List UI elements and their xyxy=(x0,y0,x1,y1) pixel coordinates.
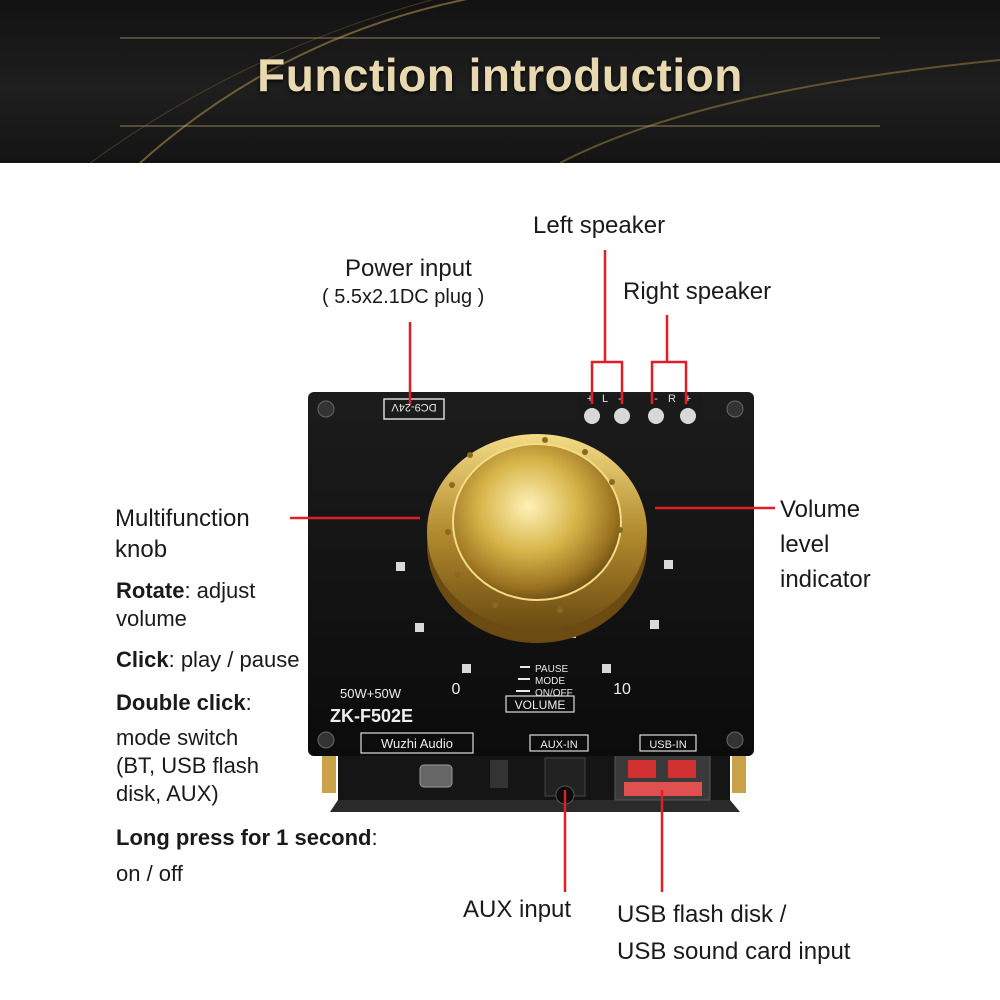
function-key: Click xyxy=(116,647,169,672)
aux-port-box xyxy=(529,734,589,752)
led xyxy=(415,623,424,632)
speaker-terminals xyxy=(578,396,702,432)
banner-decoration xyxy=(89,0,1000,163)
function-key: Rotate xyxy=(116,578,185,603)
volume-indicator-label: Volume level indicator xyxy=(780,496,871,593)
function-click: Click: play / pause xyxy=(116,646,299,674)
model-name: ZK-F502E xyxy=(330,706,413,726)
volume-max: 10 xyxy=(613,681,631,698)
left-speaker-label: Left speaker xyxy=(533,212,666,239)
volume-min: 0 xyxy=(452,681,461,698)
terminal-l-plus: + xyxy=(587,393,593,405)
function-value: mode switch (BT, USB flash disk, AUX) xyxy=(116,725,260,807)
power-plug-label: ( 5.5x2.1DC plug ) xyxy=(322,286,485,308)
function-key: Long press for 1 second xyxy=(116,825,372,850)
function-long-press: Long press for 1 second: xyxy=(116,824,378,852)
usb-port-label: USB-IN xyxy=(649,739,686,751)
led xyxy=(650,620,659,629)
terminal-l-label: L xyxy=(602,393,608,405)
brand-box xyxy=(360,732,474,754)
brand-name: Wuzhi Audio xyxy=(381,736,453,751)
function-double-click: Double click: xyxy=(116,689,252,717)
aux-input-label: AUX input xyxy=(463,896,572,923)
standoff-posts xyxy=(322,748,746,793)
dc-label: DC9-24V xyxy=(391,401,437,413)
right-speaker-label: Right speaker xyxy=(623,278,772,305)
power-rating: 50W+50W xyxy=(340,686,402,701)
power-input-label: Power input xyxy=(345,255,472,282)
function-value: on / off xyxy=(116,861,183,886)
page-title: Function introduction xyxy=(257,49,743,101)
legend-markers xyxy=(516,666,530,692)
multifunction-knob-graphic[interactable] xyxy=(427,434,647,643)
terminal-r-plus: + xyxy=(685,393,691,405)
function-on-off: on / off xyxy=(116,860,183,888)
led xyxy=(396,562,405,571)
dc-label-box xyxy=(383,398,445,420)
callout-lines xyxy=(290,250,775,892)
function-value: : xyxy=(245,690,252,715)
led xyxy=(602,664,611,673)
function-rotate: Rotate: adjust volume xyxy=(116,577,255,633)
function-key: Double click xyxy=(116,690,246,715)
legend-pause: PAUSE xyxy=(535,664,568,675)
terminal-r-label: R xyxy=(668,393,676,405)
function-value: : adjust volume xyxy=(116,578,256,632)
volume-label: VOLUME xyxy=(515,698,566,712)
function-value: : xyxy=(371,825,378,850)
legend-mode: MODE xyxy=(535,676,565,687)
aux-port-label: AUX-IN xyxy=(540,739,577,751)
usb-port-box xyxy=(639,734,697,752)
led xyxy=(462,664,471,673)
legend-onoff: ON/OFF xyxy=(535,688,573,699)
function-value: : play / pause xyxy=(168,647,300,672)
terminal-r-minus: - xyxy=(654,393,658,405)
usb-input-label: USB flash disk / USB sound card input xyxy=(617,901,851,966)
multifunction-knob-label: Multifunction knob xyxy=(115,505,250,564)
volume-label-box xyxy=(505,695,575,713)
terminal-l-minus: - xyxy=(618,393,622,405)
header-banner: Function introduction xyxy=(0,0,1000,163)
led xyxy=(664,560,673,569)
function-mode-switch: mode switch (BT, USB flash disk, AUX) xyxy=(116,724,259,808)
board-screws xyxy=(317,400,744,749)
